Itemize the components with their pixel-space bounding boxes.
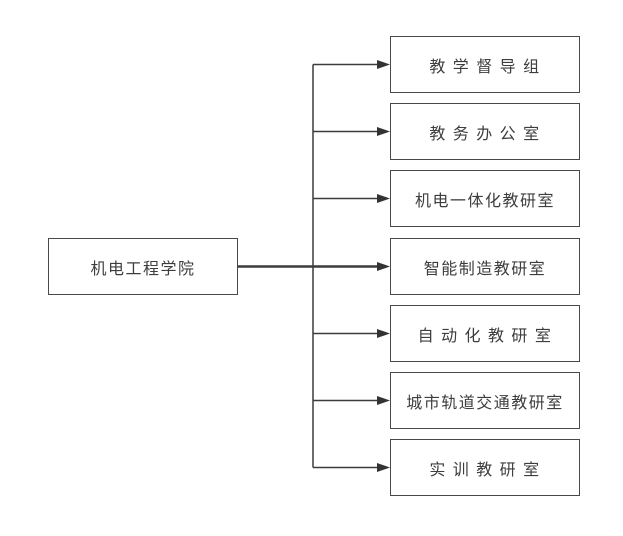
arrowhead-icon	[377, 396, 390, 405]
org-node-label: 机电一体化教研室	[414, 192, 555, 210]
arrowhead-icon	[377, 262, 390, 271]
org-node-label: 智能制造教研室	[423, 260, 547, 278]
org-node-urban-rail-transit: 城市轨道交通教研室	[390, 372, 580, 429]
org-node-root: 机电工程学院	[48, 238, 238, 295]
arrowhead-icon	[377, 329, 390, 338]
arrowhead-icon	[377, 194, 390, 203]
org-node-label: 城市轨道交通教研室	[406, 394, 564, 412]
org-node-teaching-supervision: 教 学 督 导 组	[390, 36, 580, 93]
org-node-label: 实 训 教 研 室	[429, 461, 541, 479]
arrowhead-icon	[377, 463, 390, 472]
arrowhead-icon	[377, 127, 390, 136]
org-node-intelligent-manufacturing: 智能制造教研室	[390, 238, 580, 295]
org-node-practical-training: 实 训 教 研 室	[390, 439, 580, 496]
org-node-root-label: 机电工程学院	[90, 260, 196, 278]
org-node-label: 教 学 督 导 组	[429, 58, 541, 76]
org-node-mechatronics: 机电一体化教研室	[390, 170, 580, 227]
arrowhead-icon	[377, 60, 390, 69]
org-node-label: 教 务 办 公 室	[429, 125, 541, 143]
org-node-automation: 自 动 化 教 研 室	[390, 305, 580, 362]
org-node-label: 自 动 化 教 研 室	[417, 327, 553, 345]
org-node-academic-affairs-office: 教 务 办 公 室	[390, 103, 580, 160]
